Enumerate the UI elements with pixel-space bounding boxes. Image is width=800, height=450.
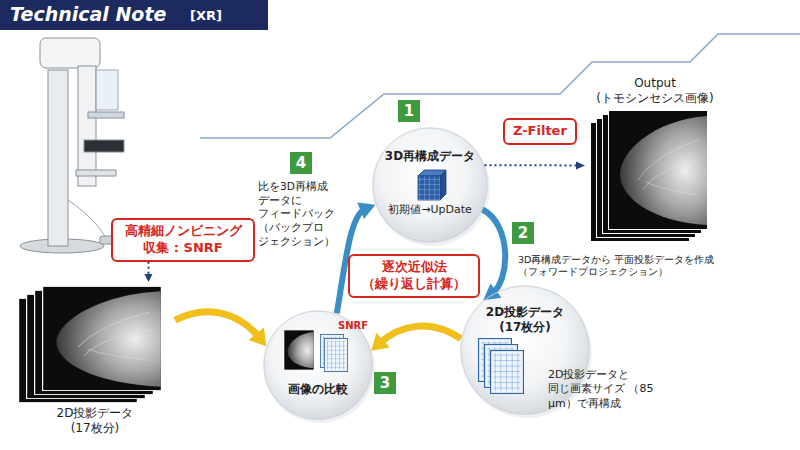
- mammography-unit: [88, 112, 124, 118]
- connector-line: [379, 326, 461, 343]
- title-holder: Technical Note: [10, 3, 166, 25]
- mammography-unit: [78, 66, 96, 186]
- node-text: Output (トモシンセシス画像): [590, 76, 720, 106]
- projection-image-stack: [18, 286, 162, 403]
- projection-sheets: [324, 338, 347, 371]
- volume-cube: [418, 176, 440, 200]
- arrow-head: [371, 333, 390, 351]
- process-circle: 3D再構成データ初期値→UpDate: [372, 127, 488, 243]
- connector: [144, 262, 152, 282]
- volume-cube: [418, 170, 446, 200]
- circle-outline: [264, 311, 372, 419]
- step-note: 比を3D再構成 データに フィードバック （バックプロ ジェクション）: [258, 180, 338, 248]
- callout-number: 4: [290, 152, 312, 174]
- mammography-unit: [68, 200, 106, 238]
- tag-text: 高精細ノンビニング 収集 : SNRF: [121, 223, 245, 257]
- label-holder: 比を3D再構成 データに フィードバック （バックプロ ジェクション）: [258, 180, 338, 248]
- step-note: 2D投影データと 同じ画素サイズ （85 μm）で再構成: [548, 368, 666, 411]
- label-holder: 2D投影データと 同じ画素サイズ （85 μm）で再構成: [548, 368, 666, 411]
- title: Technical Note: [10, 3, 166, 25]
- mammography-unit: [40, 38, 100, 68]
- output-image: Output (トモシンセシス画像): [585, 76, 725, 248]
- label-holder: 4: [290, 152, 312, 174]
- connector-line: [485, 164, 579, 166]
- callout-number: 3: [374, 372, 396, 394]
- callout-number: 1: [398, 100, 420, 122]
- method-tag: 逐次近似法 （繰り返し計算）: [348, 254, 480, 298]
- tomosynthesis-image-stack: [608, 110, 708, 230]
- arrow-head: [144, 274, 152, 282]
- process-circle: 2D投影データ (17枚分): [460, 285, 590, 415]
- node-text: 初期値→UpDate: [378, 203, 482, 217]
- mammography-unit: [48, 70, 68, 246]
- callout-number: 2: [512, 222, 534, 244]
- connector: [371, 326, 461, 351]
- tag-text: 逐次近似法 （繰り返し計算）: [358, 259, 470, 293]
- circle-outline: [373, 128, 487, 242]
- method-tag: Z-Filter: [503, 118, 577, 145]
- node-text: 画像の比較: [270, 382, 366, 397]
- step-note: 3D再構成データから 平面投影データを作成（フォワードプロジェクション）: [518, 254, 758, 279]
- node-text: 3D再構成データ: [378, 149, 482, 164]
- decor-line: [200, 34, 800, 138]
- tag-text: Z-Filter: [513, 123, 567, 140]
- connector-line: [175, 312, 259, 338]
- process-disc: [460, 285, 590, 415]
- mammography-unit: [76, 170, 116, 176]
- arrow-head: [576, 161, 585, 169]
- label-holder: 3: [374, 372, 396, 394]
- circle-outline: [460, 285, 590, 415]
- arrow-head: [357, 202, 375, 219]
- label-holder: 2: [512, 222, 534, 244]
- banner: [0, 0, 268, 30]
- label-holder: SNRF: [338, 319, 368, 332]
- connector: [483, 210, 506, 301]
- projection-image-stack: [42, 286, 162, 391]
- volume-cube: [418, 176, 440, 200]
- projection-sheets: [284, 330, 314, 370]
- node-text: 2D投影データ (17枚分): [45, 406, 145, 436]
- label-holder: 1: [398, 100, 420, 122]
- process-disc: [372, 127, 488, 243]
- series-tag: [XR]: [190, 8, 222, 25]
- data-tag: SNRF: [338, 319, 368, 332]
- connector: [485, 161, 585, 169]
- projection-sheets: [491, 351, 524, 394]
- circle-outline: [372, 127, 488, 243]
- method-tag: 高精細ノンビニング 収集 : SNRF: [111, 218, 255, 262]
- mammography-unit: [84, 140, 124, 152]
- process-disc: [263, 310, 373, 420]
- mammography-unit: [20, 38, 124, 253]
- node-text: 2D投影データ (17枚分): [477, 305, 573, 335]
- arrow-head: [248, 327, 266, 346]
- tomosynthesis-image-stack: [590, 110, 708, 242]
- connector: [175, 312, 266, 346]
- label-holder: 3D再構成データから 平面投影データを作成（フォワードプロジェクション）: [518, 254, 758, 279]
- volume-cube: [440, 170, 446, 200]
- label-holder: [XR]: [190, 8, 222, 25]
- mammography-unit: [96, 70, 118, 110]
- image-stack: 2D投影データ (17枚分): [15, 282, 175, 448]
- connector-line: [483, 210, 506, 294]
